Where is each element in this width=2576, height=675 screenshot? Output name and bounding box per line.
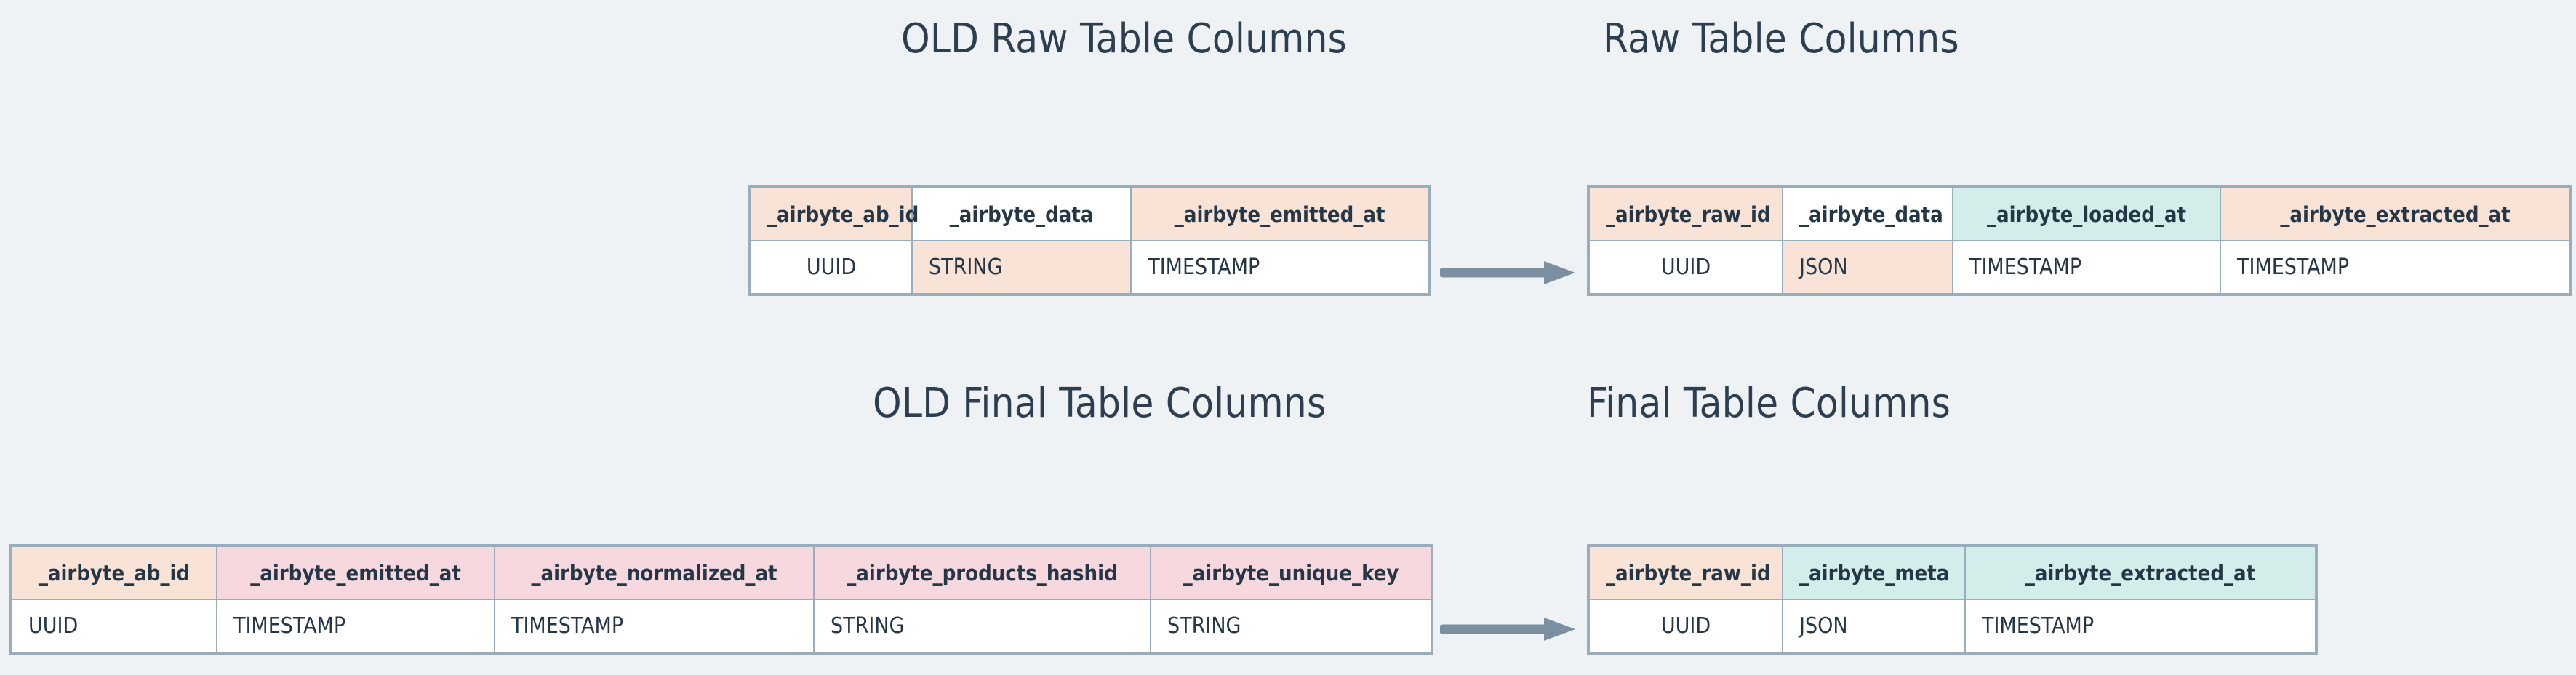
table-type-row: UUID TIMESTAMP TIMESTAMP STRING STRING (10, 599, 1433, 654)
table-type-row: UUID JSON TIMESTAMP TIMESTAMP (1588, 240, 2572, 295)
column-header-cell: _airbyte_ab_id (10, 545, 217, 600)
raw-columns-table: _airbyte_raw_id _airbyte_data _airbyte_l… (1587, 185, 2572, 296)
column-header-cell: _airbyte_raw_id (1588, 545, 1783, 600)
column-header-cell: _airbyte_emitted_at (1130, 186, 1430, 241)
column-type-cell: UUID (1588, 599, 1783, 654)
title-old-final-table-columns: OLD Final Table Columns (873, 380, 1327, 427)
arrow-right-icon (1438, 615, 1578, 644)
old-final-columns-table: _airbyte_ab_id _airbyte_emitted_at _airb… (9, 544, 1433, 655)
column-type-cell: TIMESTAMP (1952, 240, 2221, 295)
column-header-cell: _airbyte_normalized_at (494, 545, 815, 600)
table-header-row: _airbyte_ab_id _airbyte_emitted_at _airb… (10, 545, 1433, 600)
column-header-cell: _airbyte_extracted_at (2220, 186, 2572, 241)
column-type-cell: TIMESTAMP (494, 599, 815, 654)
column-type-cell: STRING (1150, 599, 1433, 654)
column-type-cell: STRING (911, 240, 1132, 295)
table-type-row: UUID JSON TIMESTAMP (1588, 599, 2317, 654)
arrow-right-icon (1438, 258, 1578, 287)
title-old-raw-table-columns: OLD Raw Table Columns (901, 15, 1348, 63)
column-type-cell: UUID (1588, 240, 1783, 295)
column-type-cell: UUID (10, 599, 217, 654)
column-type-cell: TIMESTAMP (1130, 240, 1430, 295)
final-columns-table: _airbyte_raw_id _airbyte_meta _airbyte_e… (1587, 544, 2318, 655)
column-type-cell: TIMESTAMP (1964, 599, 2317, 654)
column-header-cell: _airbyte_raw_id (1588, 186, 1783, 241)
old-raw-columns-table: _airbyte_ab_id _airbyte_data _airbyte_em… (748, 185, 1431, 296)
column-header-cell: _airbyte_products_hashid (813, 545, 1151, 600)
column-header-cell: _airbyte_loaded_at (1952, 186, 2221, 241)
column-type-cell: TIMESTAMP (216, 599, 495, 654)
column-header-cell: _airbyte_emitted_at (216, 545, 495, 600)
title-final-table-columns: Final Table Columns (1587, 380, 1951, 427)
table-type-row: UUID STRING TIMESTAMP (749, 240, 1430, 295)
column-header-cell: _airbyte_ab_id (749, 186, 919, 241)
column-header-cell: _airbyte_unique_key (1150, 545, 1433, 600)
table-header-row: _airbyte_ab_id _airbyte_data _airbyte_em… (749, 186, 1430, 241)
column-header-cell: _airbyte_data (911, 186, 1132, 241)
column-type-cell: JSON (1782, 240, 1953, 295)
table-header-row: _airbyte_raw_id _airbyte_data _airbyte_l… (1588, 186, 2572, 241)
column-header-cell: _airbyte_data (1782, 186, 1953, 241)
column-header-cell: _airbyte_meta (1782, 545, 1966, 600)
column-type-cell: STRING (813, 599, 1151, 654)
title-raw-table-columns: Raw Table Columns (1603, 15, 1959, 63)
column-header-cell: _airbyte_extracted_at (1964, 545, 2317, 600)
column-type-cell: JSON (1782, 599, 1966, 654)
column-type-cell: TIMESTAMP (2220, 240, 2572, 295)
table-header-row: _airbyte_raw_id _airbyte_meta _airbyte_e… (1588, 545, 2317, 600)
column-type-cell: UUID (749, 240, 913, 295)
